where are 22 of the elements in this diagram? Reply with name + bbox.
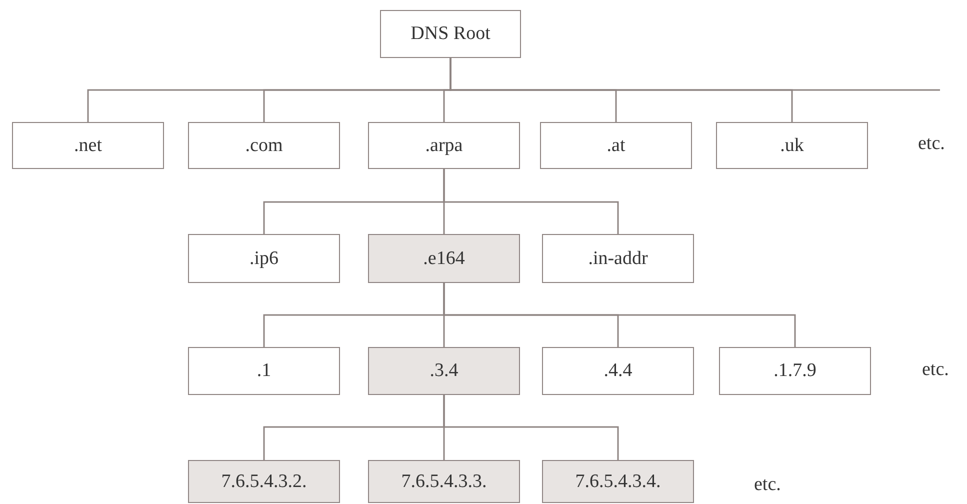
domain-box: .com: [188, 122, 340, 169]
continuation-note: etc.: [922, 359, 949, 381]
domain-box: .1.7.9: [719, 347, 871, 395]
domain-box: 7.6.5.4.3.3.: [368, 460, 520, 503]
domain-box: .1: [188, 347, 340, 395]
continuation-note: etc.: [754, 474, 781, 496]
connector-line: [443, 395, 619, 460]
domain-box: .3.4: [368, 347, 520, 395]
connector-line: [443, 283, 796, 347]
domain-box: .in-addr: [542, 234, 694, 283]
domain-box: 7.6.5.4.3.4.: [542, 460, 694, 503]
domain-box: 7.6.5.4.3.2.: [188, 460, 340, 503]
domain-box: .uk: [716, 122, 868, 169]
continuation-note: etc.: [918, 133, 945, 155]
connector-line: [443, 169, 619, 234]
domain-box: .4.4: [542, 347, 694, 395]
domain-box: DNS Root: [380, 10, 521, 58]
domain-box: .arpa: [368, 122, 520, 169]
domain-box: .net: [12, 122, 164, 169]
domain-box: .ip6: [188, 234, 340, 283]
domain-box: .at: [540, 122, 692, 169]
domain-box: .e164: [368, 234, 520, 283]
